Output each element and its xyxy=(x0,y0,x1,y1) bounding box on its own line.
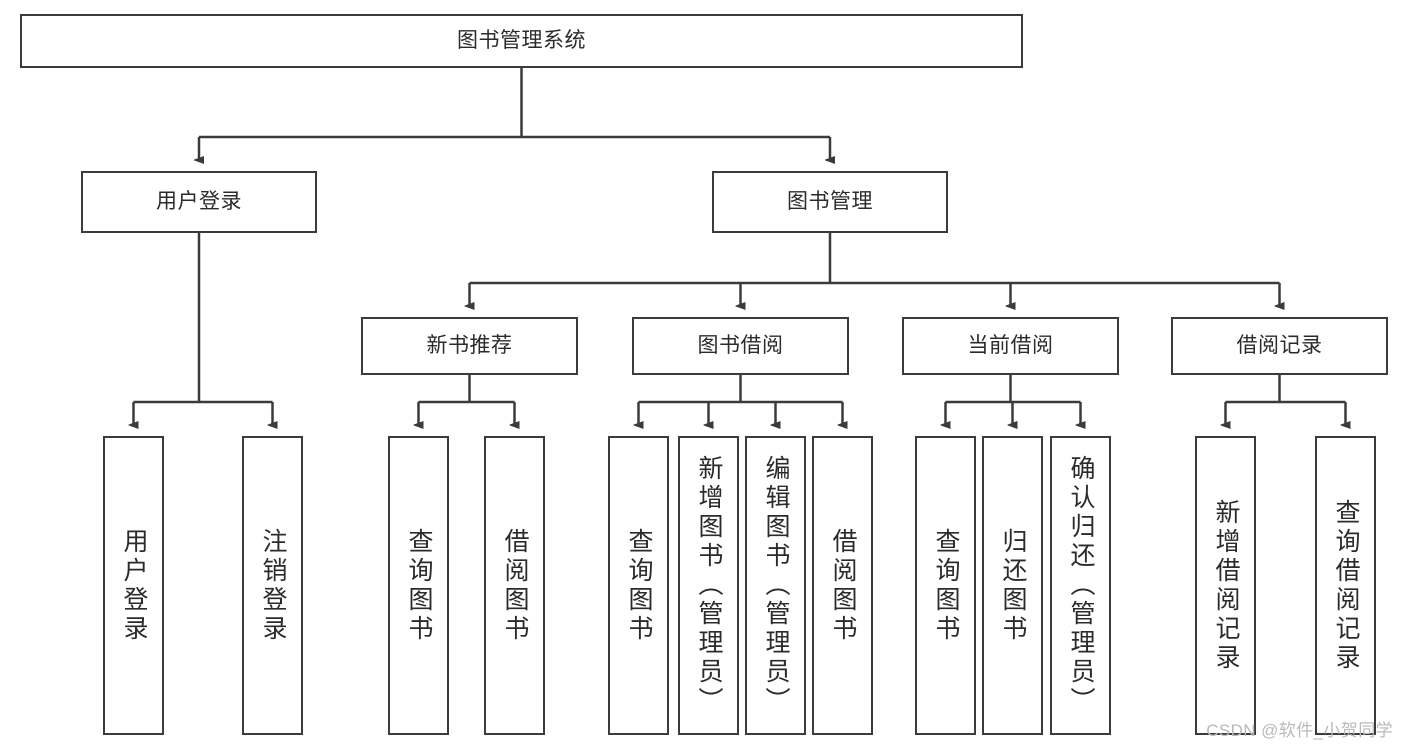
node-userlogin[interactable]: 用户登录 xyxy=(103,436,164,735)
node-label: 借阅记录 xyxy=(1236,334,1323,358)
node-label: 图书管理 xyxy=(787,190,873,214)
node-bw-borrow[interactable]: 借阅图书 xyxy=(812,436,873,735)
node-bookmgmt[interactable]: 图书管理 xyxy=(712,171,948,233)
node-newbook[interactable]: 新书推荐 xyxy=(361,317,578,375)
node-rec-add[interactable]: 新增借阅记录 xyxy=(1195,436,1256,735)
node-bw-query[interactable]: 查询图书 xyxy=(608,436,669,735)
node-current[interactable]: 当前借阅 xyxy=(902,317,1119,375)
node-label: 新增图书（管理员） xyxy=(695,455,723,716)
node-cur-confirm[interactable]: 确认归还（管理员） xyxy=(1050,436,1111,735)
node-root[interactable]: 图书管理系统 xyxy=(20,14,1023,68)
node-rec-query[interactable]: 查询借阅记录 xyxy=(1315,436,1376,735)
node-label: 新书推荐 xyxy=(426,334,513,358)
node-label: 用户登录 xyxy=(156,190,242,214)
node-logout[interactable]: 注销登录 xyxy=(242,436,303,735)
node-label: 注销登录 xyxy=(259,527,287,644)
watermark-text: CSDN @软件_小贺同学 xyxy=(1206,721,1393,740)
node-label: 查询图书 xyxy=(405,527,433,644)
node-bw-add[interactable]: 新增图书（管理员） xyxy=(678,436,739,735)
node-label: 归还图书 xyxy=(999,527,1027,644)
node-nb-query[interactable]: 查询图书 xyxy=(388,436,449,735)
node-bw-edit[interactable]: 编辑图书（管理员） xyxy=(745,436,806,735)
node-label: 图书借阅 xyxy=(697,334,784,358)
node-label: 查询图书 xyxy=(625,527,653,644)
node-label: 当前借阅 xyxy=(967,334,1054,358)
node-borrow[interactable]: 图书借阅 xyxy=(632,317,849,375)
node-cur-return[interactable]: 归还图书 xyxy=(982,436,1043,735)
node-label: 查询图书 xyxy=(932,527,960,644)
node-nb-borrow[interactable]: 借阅图书 xyxy=(484,436,545,735)
node-records[interactable]: 借阅记录 xyxy=(1171,317,1388,375)
node-label: 新增借阅记录 xyxy=(1212,498,1240,673)
node-label: 确认归还（管理员） xyxy=(1067,455,1095,716)
node-label: 借阅图书 xyxy=(829,527,857,644)
node-label: 借阅图书 xyxy=(501,527,529,644)
node-cur-query[interactable]: 查询图书 xyxy=(915,436,976,735)
node-login[interactable]: 用户登录 xyxy=(81,171,317,233)
node-label: 用户登录 xyxy=(120,527,148,644)
node-label: 图书管理系统 xyxy=(457,29,586,53)
node-label: 编辑图书（管理员） xyxy=(762,455,790,716)
node-label: 查询借阅记录 xyxy=(1332,498,1360,673)
